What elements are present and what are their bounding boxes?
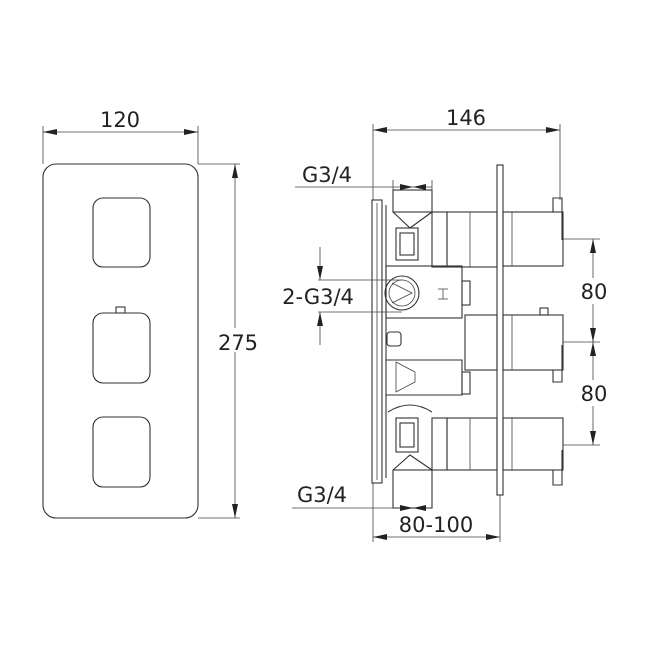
width-label: 120 <box>100 108 140 132</box>
top-valve <box>392 189 564 268</box>
height-label: 275 <box>218 331 258 355</box>
spacing-lower-label: 80 <box>581 382 608 406</box>
outlet-port-circle <box>384 275 420 311</box>
wall-depth-label: 80-100 <box>399 513 473 537</box>
dimension-handle-spacing: 80 80 <box>563 238 612 446</box>
side-outlets-label: 2-G3/4 <box>282 285 354 309</box>
middle-diverter <box>384 265 564 396</box>
top-inlet-label: G3/4 <box>302 163 352 187</box>
spacing-upper-label: 80 <box>581 280 608 304</box>
dimension-wall-depth: 80-100 <box>372 483 501 542</box>
faceplate-outline <box>42 163 199 519</box>
handle-middle-front <box>92 312 151 384</box>
side-view: 146 G3/4 2-G3/4 G3/4 <box>272 106 612 542</box>
dimension-bottom-outlet: G3/4 <box>292 483 432 511</box>
wall-plate <box>496 164 504 496</box>
dimension-height: 275 <box>198 163 262 519</box>
handle-middle-indicator <box>115 306 126 314</box>
depth-label: 146 <box>446 106 486 130</box>
dimension-top-inlet: G3/4 <box>295 163 433 190</box>
backplate <box>371 199 383 484</box>
hot-marker <box>438 288 448 300</box>
dimension-side-outlets: 2-G3/4 <box>272 247 402 345</box>
dimension-width: 120 <box>42 108 199 164</box>
handle-bottom-front <box>92 416 151 488</box>
bottom-valve <box>387 404 564 509</box>
handle-top-front <box>92 197 151 268</box>
front-view: 120 275 <box>42 108 262 519</box>
bottom-outlet-label: G3/4 <box>297 483 347 507</box>
dimension-depth: 146 <box>372 106 561 200</box>
